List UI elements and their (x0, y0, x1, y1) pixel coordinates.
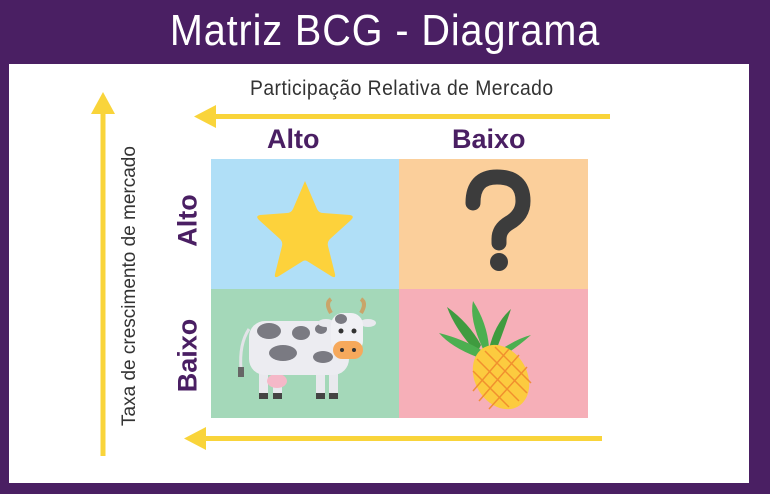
left-arrow-bottom-icon (184, 427, 602, 450)
quadrant-pineapple (399, 289, 588, 418)
vertical-axis-label: Taxa de crescimento de mercado (119, 146, 140, 426)
column-header-low: Baixo (452, 124, 526, 154)
left-arrow-top-icon (194, 105, 610, 128)
row-header-high: Alto (172, 194, 203, 247)
up-arrow-icon (91, 92, 115, 456)
column-header-high: Alto (267, 124, 320, 154)
question-mark-icon (465, 169, 531, 271)
pineapple-icon (439, 301, 532, 410)
row-header-low: Baixo (172, 318, 203, 393)
quadrant-question (399, 159, 588, 289)
quadrant-cow (211, 289, 399, 418)
cow-icon (238, 297, 376, 399)
quadrant-star (211, 159, 399, 289)
horizontal-axis-label: Participação Relativa de Mercado (250, 77, 554, 100)
star-icon (257, 181, 353, 278)
page-title: Matriz BCG - Diagrama (169, 6, 601, 55)
